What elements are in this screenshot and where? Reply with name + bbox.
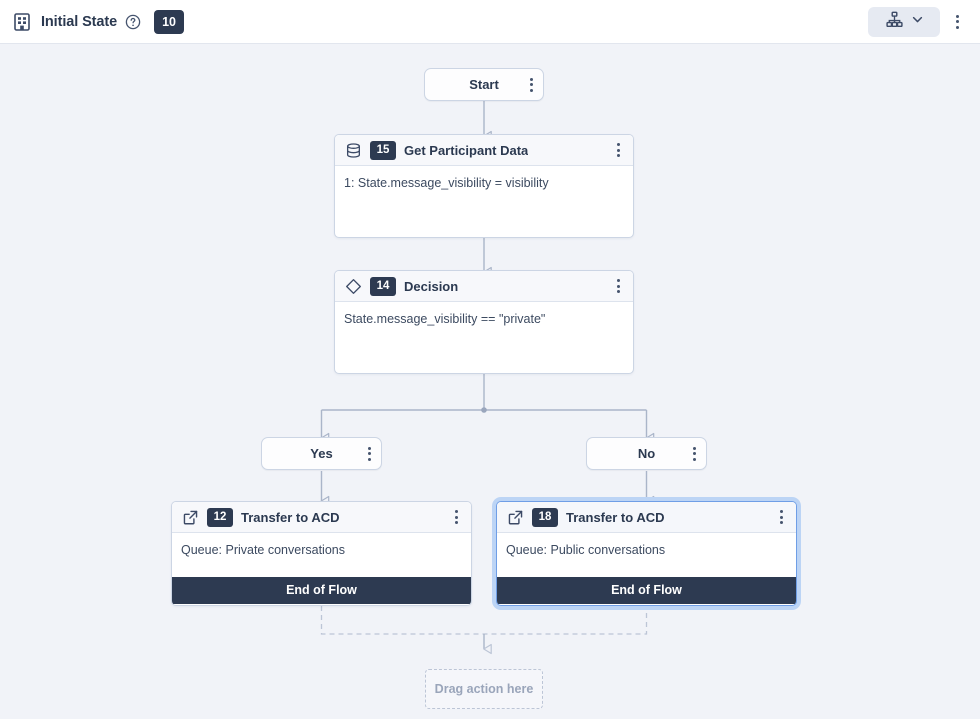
external-link-icon	[182, 509, 199, 526]
top-bar-right	[868, 6, 980, 37]
node-branch-no-menu[interactable]	[682, 437, 706, 470]
node-id-badge: 12	[207, 507, 233, 527]
node-branch-yes-label: Yes	[310, 446, 333, 461]
node-branch-yes[interactable]: Yes	[261, 437, 382, 470]
node-get-participant-data[interactable]: 15 Get Participant Data 1: State.message…	[334, 134, 634, 238]
node-start-label: Start	[469, 77, 499, 92]
help-circle-icon[interactable]	[125, 14, 141, 30]
node-branch-no-label: No	[637, 446, 656, 461]
node-header: 18 Transfer to ACD	[497, 502, 796, 533]
diamond-icon	[345, 278, 362, 295]
node-count-badge: 10	[154, 9, 185, 34]
node-title: Get Participant Data	[404, 142, 529, 158]
node-start[interactable]: Start	[424, 68, 544, 101]
hierarchy-icon	[885, 10, 904, 34]
drop-action-zone[interactable]: Drag action here	[425, 669, 543, 709]
node-title: Transfer to ACD	[241, 509, 340, 525]
flow-canvas[interactable]: Start 15 Get Participant Data 1: State.m…	[0, 44, 980, 719]
kebab-menu-icon	[955, 14, 959, 29]
kebab-menu-icon	[692, 446, 696, 461]
kebab-menu-icon	[529, 77, 533, 92]
node-decision[interactable]: 14 Decision State.message_visibility == …	[334, 270, 634, 374]
node-branch-yes-menu[interactable]	[357, 437, 381, 470]
kebab-menu-icon	[367, 446, 371, 461]
node-body: Queue: Private conversations	[172, 533, 471, 577]
node-id-badge: 14	[370, 276, 396, 296]
node-title: Decision	[404, 278, 459, 294]
node-menu[interactable]	[770, 502, 792, 532]
view-mode-select[interactable]	[868, 6, 940, 37]
node-body: 1: State.message_visibility = visibility	[335, 166, 633, 192]
node-header: 12 Transfer to ACD	[172, 502, 471, 533]
database-icon	[345, 142, 362, 159]
node-menu[interactable]	[445, 502, 467, 532]
node-id-badge: 18	[532, 507, 558, 527]
node-footer-end-of-flow: End of Flow	[497, 577, 796, 604]
flow-edges	[320, 101, 655, 655]
external-link-icon	[507, 509, 524, 526]
node-start-menu[interactable]	[519, 68, 543, 101]
chevron-down-icon	[911, 13, 924, 31]
node-branch-no[interactable]: No	[586, 437, 707, 470]
kebab-menu-icon	[616, 279, 620, 293]
node-menu[interactable]	[607, 135, 629, 165]
node-body: Queue: Public conversations	[497, 533, 796, 577]
node-transfer-to-acd-12[interactable]: 12 Transfer to ACD Queue: Private conver…	[171, 501, 472, 606]
node-header: 15 Get Participant Data	[335, 135, 633, 166]
node-menu[interactable]	[607, 271, 629, 301]
top-bar-overflow-menu[interactable]	[944, 7, 970, 37]
node-header: 14 Decision	[335, 271, 633, 302]
top-bar-left: Initial State 10	[0, 9, 185, 34]
node-body: State.message_visibility == "private"	[335, 302, 633, 328]
top-bar: Initial State 10	[0, 0, 980, 44]
flow-building-icon	[12, 12, 32, 32]
page-title: Initial State	[41, 13, 118, 30]
kebab-menu-icon	[616, 143, 620, 157]
kebab-menu-icon	[779, 510, 783, 524]
node-title: Transfer to ACD	[566, 509, 665, 525]
node-transfer-to-acd-18[interactable]: 18 Transfer to ACD Queue: Public convers…	[496, 501, 797, 606]
node-id-badge: 15	[370, 140, 396, 160]
kebab-menu-icon	[454, 510, 458, 524]
node-footer-end-of-flow: End of Flow	[172, 577, 471, 604]
